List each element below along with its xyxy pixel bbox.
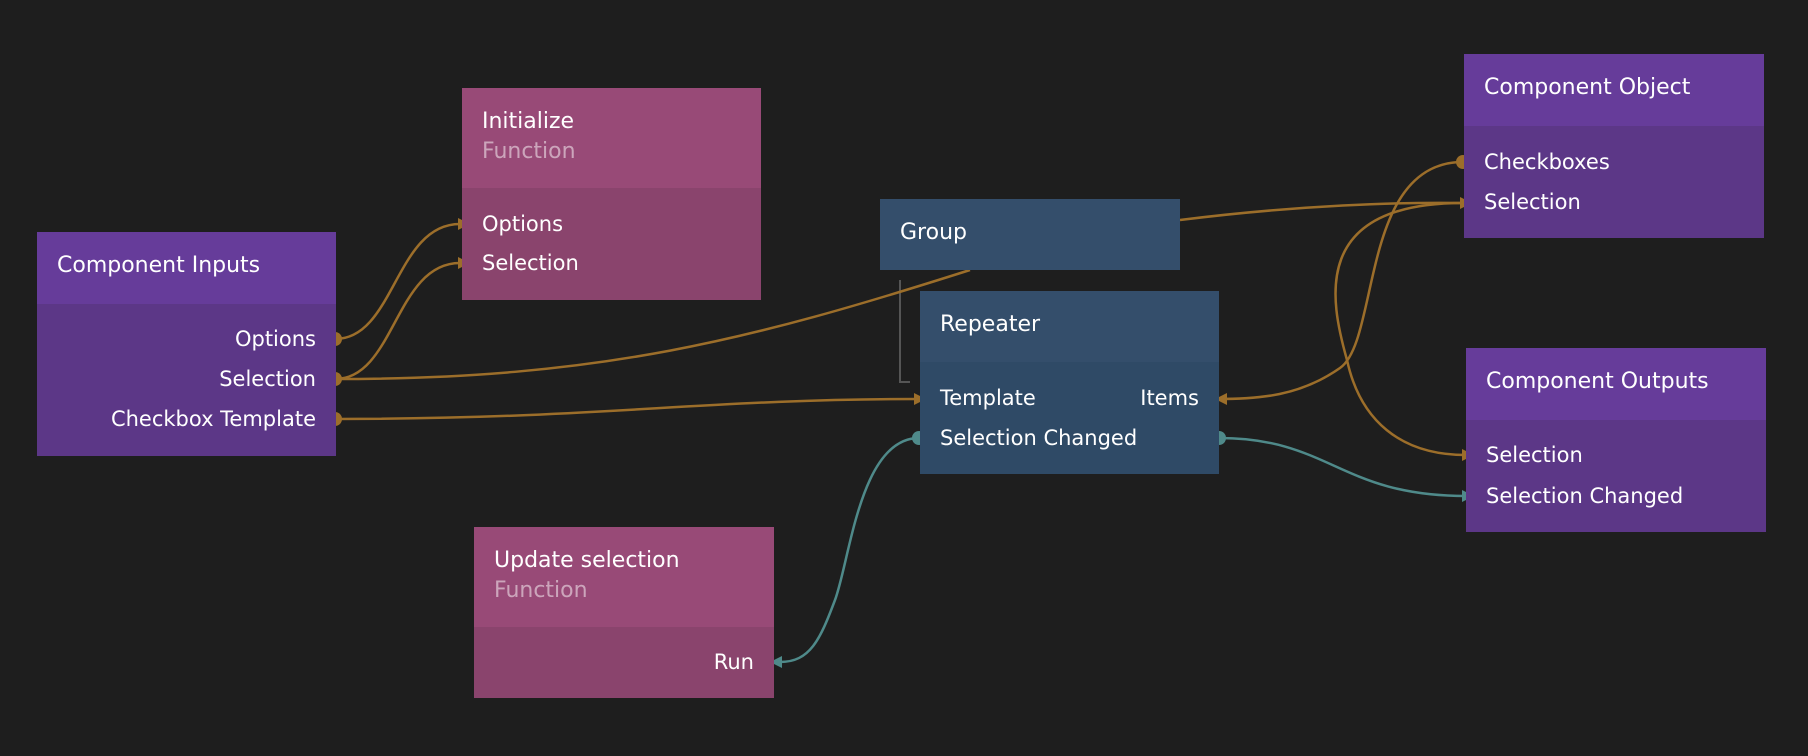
node-title: Repeater [940,312,1041,337]
hierarchy-line [899,280,910,383]
node-update-selection[interactable]: Update selection Function Run [474,527,774,698]
node-body: Checkboxes Selection [1464,126,1764,238]
wire-checkboxes-to-items[interactable] [1216,160,1464,401]
node-header[interactable]: Component Outputs [1466,348,1766,420]
port-label-options: Options [482,212,564,236]
port-label-items: Items [1140,386,1199,410]
arrow-repeater-items [1215,393,1227,405]
node-initialize[interactable]: Initialize Function Options Selection [462,88,761,300]
port-label-checkboxes: Checkboxes [1484,150,1610,174]
port-label-selection: Selection [219,367,316,391]
node-title: Component Inputs [57,253,261,278]
node-group[interactable]: Group [880,199,1180,270]
port-label-selection-changed: Selection Changed [1486,484,1684,508]
wire-selection-changed-to-outputs[interactable] [1218,436,1467,498]
node-title: Update selection [494,548,680,573]
node-subtitle: Function [482,139,576,164]
node-component-inputs[interactable]: Component Inputs Options Selection Check… [37,232,336,456]
node-header[interactable]: Component Inputs [37,232,336,304]
wire-selection-changed-to-run[interactable] [779,436,920,664]
wire-options-to-initialize[interactable] [334,222,461,341]
node-body: Options Selection Checkbox Template [37,304,336,456]
node-header[interactable]: Component Object [1464,54,1764,126]
wire-template-to-repeater[interactable] [334,397,919,421]
port-label-options: Options [234,327,316,351]
node-component-outputs[interactable]: Component Outputs Selection Selection Ch… [1466,348,1766,532]
port-label-selection: Selection [482,251,579,275]
node-body: Template Items Selection Changed [920,362,1219,474]
node-header[interactable]: Initialize Function [462,88,761,188]
node-body: Selection Selection Changed [1466,420,1766,532]
port-label-run: Run [713,650,754,674]
port-label-selection: Selection [1486,443,1583,467]
node-repeater[interactable]: Repeater Template Items Selection Change… [920,291,1219,474]
wire-selection-to-group[interactable] [334,268,971,381]
node-header[interactable]: Repeater [920,291,1219,362]
node-component-object[interactable]: Component Object Checkboxes Selection [1464,54,1764,238]
node-title: Component Outputs [1486,369,1709,394]
node-title: Initialize [482,109,575,134]
port-label-checkbox-template: Checkbox Template [110,407,316,431]
wire-object-selection-to-outputs[interactable] [1334,201,1467,457]
wire-group-to-object-selection[interactable] [1179,201,1463,222]
wire-selection-to-initialize[interactable] [334,261,461,381]
node-header[interactable]: Group [880,199,1180,270]
node-title: Group [900,220,967,245]
node-header[interactable]: Update selection Function [474,527,774,627]
node-title: Component Object [1484,75,1691,100]
port-label-template: Template [940,386,1036,410]
port-label-selection-changed: Selection Changed [940,426,1138,450]
node-subtitle: Function [494,578,588,603]
node-body: Options Selection [462,188,761,300]
arrow-update-run [770,656,782,668]
port-label-selection: Selection [1484,190,1581,214]
node-body: Run [474,627,774,698]
